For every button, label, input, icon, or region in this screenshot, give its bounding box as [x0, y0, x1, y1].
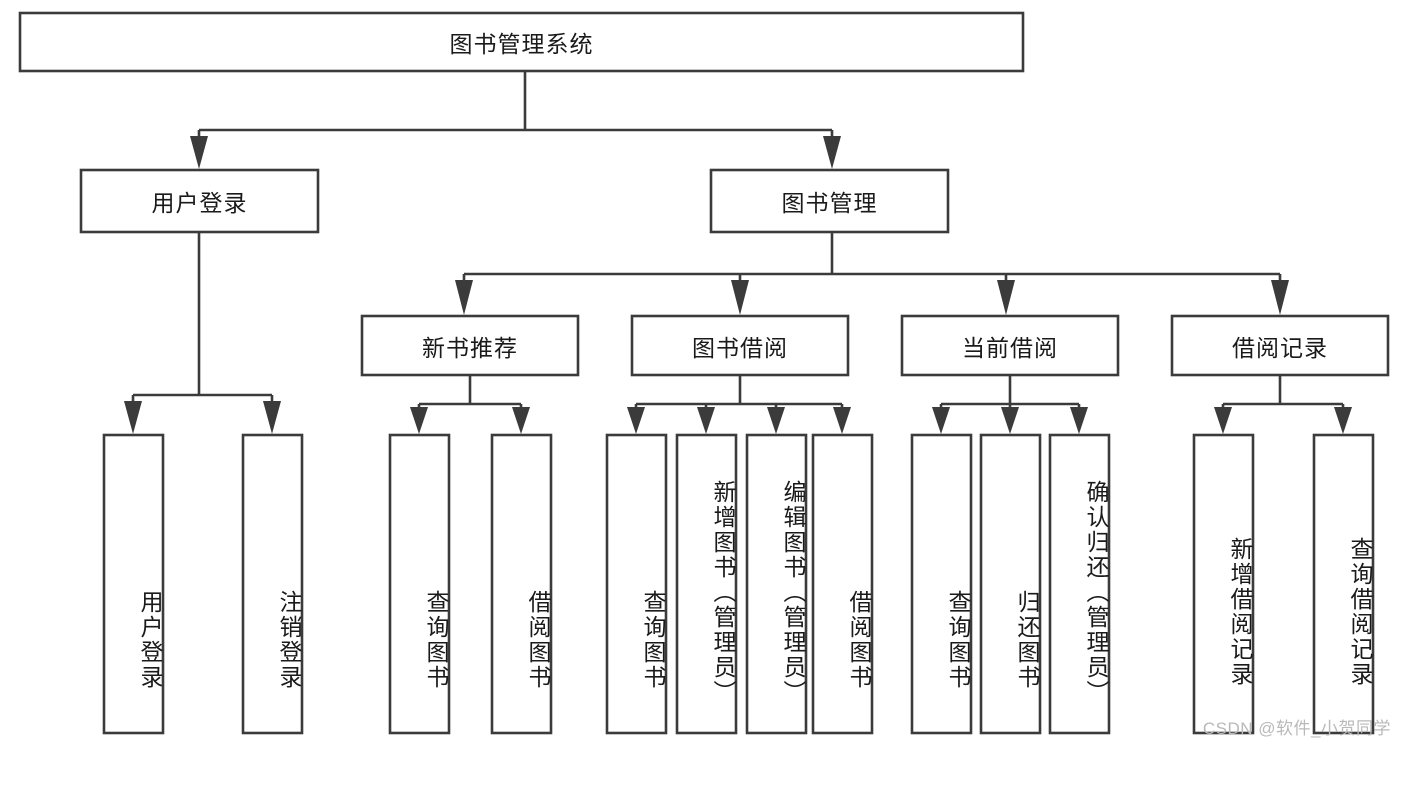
leaf-bb-edit-book-admin[interactable]: [745, 433, 808, 735]
node-user-login[interactable]: [79, 168, 320, 234]
node-current-borrow[interactable]: [900, 314, 1120, 377]
arrowhead-to-book-management: [823, 136, 841, 169]
node-root-book-management-system[interactable]: [18, 11, 1025, 73]
leaf-br-add-record[interactable]: [1192, 433, 1255, 735]
flowchart-svg: [18, 11, 1390, 735]
arrowhead-to-current-borrow: [997, 280, 1015, 315]
arrowhead-cb-leaf-1: [932, 407, 950, 434]
arrowhead-bb-leaf-3: [767, 407, 785, 434]
leaf-bb-add-book-admin[interactable]: [675, 433, 738, 735]
node-book-management[interactable]: [709, 168, 950, 234]
arrowhead-cb-leaf-3: [1070, 407, 1088, 434]
leaf-nbr-borrow-book[interactable]: [490, 433, 553, 735]
arrowhead-to-new-book-recommend: [455, 280, 473, 315]
arrowhead-bb-leaf-2: [697, 407, 715, 434]
node-borrow-record[interactable]: [1170, 314, 1390, 377]
node-new-book-recommend[interactable]: [360, 314, 580, 377]
arrowhead-to-user-login: [190, 136, 208, 169]
arrowhead-bb-leaf-1: [627, 407, 645, 434]
leaf-cb-query-book[interactable]: [910, 433, 973, 735]
leaf-cb-return-book[interactable]: [979, 433, 1042, 735]
arrowhead-bb-leaf-4: [833, 407, 851, 434]
arrowhead-to-borrow-record: [1271, 280, 1289, 315]
leaf-logout-login[interactable]: [241, 433, 304, 735]
arrowhead-nbr-leaf-2: [512, 407, 530, 434]
flowchart-canvas: 图书管理系统 用户登录 图书管理 新书推荐 图书借阅 当前借阅 借阅记录 用户登…: [18, 11, 1391, 738]
arrowhead-cb-leaf-2: [1001, 407, 1019, 434]
arrowhead-to-book-borrow: [731, 280, 749, 315]
leaf-user-login[interactable]: [102, 433, 165, 735]
arrowhead-br-leaf-2: [1334, 407, 1352, 434]
node-book-borrow[interactable]: [630, 314, 850, 377]
arrowhead-leaf-user-login: [124, 401, 142, 434]
arrowhead-leaf-logout: [263, 401, 281, 434]
leaf-bb-borrow-book[interactable]: [811, 433, 874, 735]
leaf-br-query-record[interactable]: [1312, 433, 1375, 735]
leaf-bb-query-book[interactable]: [605, 433, 668, 735]
arrowhead-nbr-leaf-1: [410, 407, 428, 434]
arrowhead-br-leaf-1: [1214, 407, 1232, 434]
leaf-cb-confirm-return-admin[interactable]: [1048, 433, 1111, 735]
leaf-nbr-query-book[interactable]: [388, 433, 451, 735]
